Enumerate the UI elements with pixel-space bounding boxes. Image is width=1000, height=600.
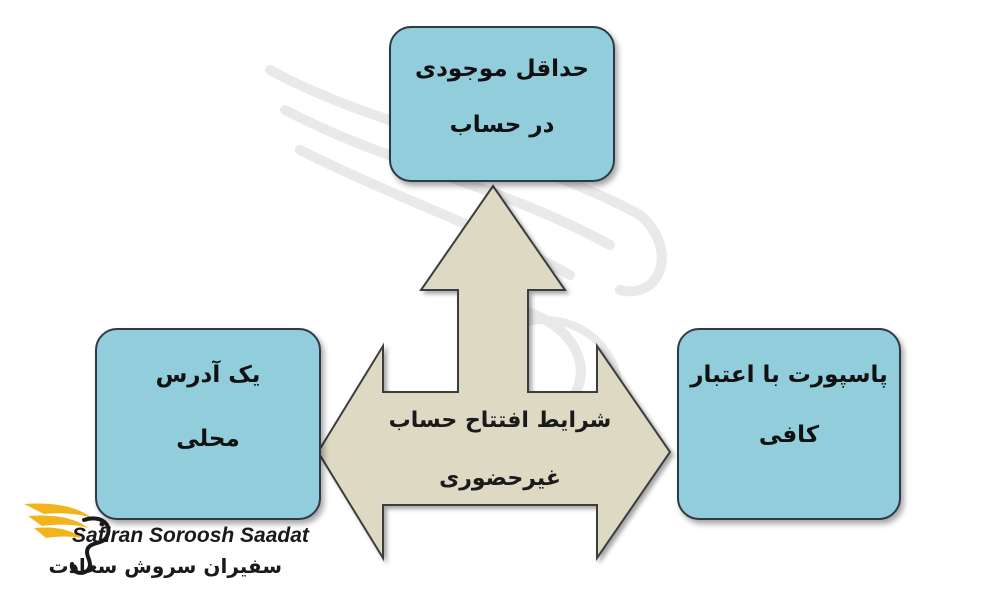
brand-bird-logo-icon [24,503,111,575]
brand-name-english: Safiran Soroosh Saadat [72,524,309,547]
left-box-line1: یک آدرس [155,362,261,388]
brand-name-persian: سفیران سروش سعادت [48,554,283,578]
center-title-line1: شرایط افتتاح حساب [388,408,612,433]
requirement-box-passport: پاسپورت با اعتبار کافی [677,328,901,520]
top-box-line1: حداقل موجودی [415,56,589,82]
right-box-line2: کافی [758,422,820,448]
three-way-arrow [316,184,672,562]
requirement-box-local-address: یک آدرس محلی [95,328,321,520]
center-title-line2: غیرحضوری [439,466,561,491]
right-box-line1: پاسپورت با اعتبار [690,362,888,388]
requirement-box-min-balance: حداقل موجودی در حساب [389,26,615,182]
top-box-line2: در حساب [449,112,555,138]
left-box-line2: محلی [176,426,240,452]
